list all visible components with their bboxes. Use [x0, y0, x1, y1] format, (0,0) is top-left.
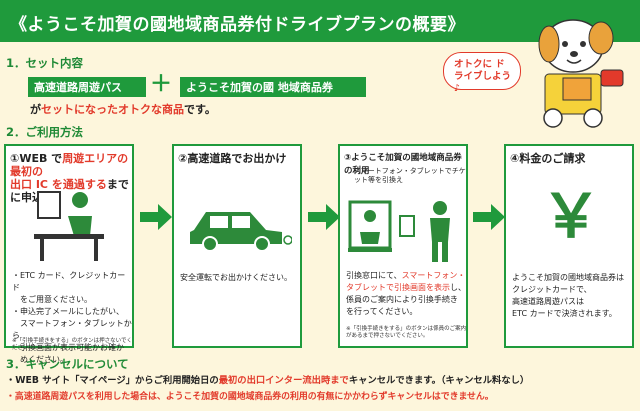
page-title: 《ようこそ加賀の國地域商品券付ドライブプランの概要》 [0, 0, 640, 42]
step1-title-pre: ①WEB で [10, 152, 63, 165]
step4-body3: 高速道路周遊パスは [512, 297, 584, 306]
arrow-right-icon [140, 204, 172, 230]
step1-bullet1: ・ETC カード、クレジットカード [12, 271, 126, 292]
step1-title-red1: 周遊エリアの最初の [10, 152, 129, 178]
cancel-line1: ・WEB サイト「マイページ」からご利用開始日の最初の出口インター流出時までキャ… [6, 375, 529, 387]
step3-body-red1: スマートフォン・ [401, 271, 466, 280]
step1-bullet2c: 引換画面が表示可能かお確か [12, 343, 124, 352]
step3-card: ③ようこそ加賀の國地域商品券の利用 スマートフォン・タブレットでチケット等を引換… [338, 144, 468, 348]
step3-note: ※「引換手続きをする」のボタンは係員のご案内があるまで押さないでください。 [346, 326, 467, 339]
arrow-right-icon [473, 204, 505, 230]
mascot-illustration [505, 14, 635, 134]
step4-body: ようこそ加賀の國地域商品券は クレジットカードで、 高速道路周遊パスは ETC … [512, 272, 632, 320]
step1-card: ①WEB で周遊エリアの最初の 出口 IC を通過するまでに申込み ・ETC カ… [4, 144, 134, 364]
step1-title: ①WEB で周遊エリアの最初の 出口 IC を通過するまでに申込み [10, 152, 134, 204]
step3-body-line4: を行ってください。 [346, 307, 418, 316]
step3-body-pre: 引換窓口にて、 [346, 271, 402, 280]
step4-body1: ようこそ加賀の國地域商品券は [512, 273, 624, 282]
step3-body-line3: 係員のご案内により引換手続き [346, 295, 458, 304]
dog-mascot-icon [538, 19, 624, 128]
step1-body: ・ETC カード、クレジットカード をご用意ください。 ・申込完了メールにしたが… [12, 270, 132, 366]
set-description: がセットになったオトクな商品です。 [30, 101, 216, 117]
car-icon [190, 212, 292, 252]
desc-highlight: セットになったオトクな商品 [41, 103, 184, 116]
cancel-line2: ・高速道路周遊パスを利用した場合は、ようこそ加賀の國地域商品券の利用の有無にかか… [6, 392, 494, 402]
step3-subtitle: スマートフォン・タブレットでチケット等を引換え [354, 167, 466, 184]
section-cancel-heading: 3．キャンセルについて [6, 357, 129, 371]
step4-body4: ETC カードで決済されます。 [512, 309, 617, 318]
arrow-right-icon [308, 204, 340, 230]
step3-body-red2: タブレットで引換画面を表示 [346, 283, 450, 292]
step3-title: ③ようこそ加賀の國地域商品券の利用 [344, 153, 462, 176]
step3-body: 引換窓口にて、スマートフォン・ タブレットで引換画面を表示し、 係員のご案内によ… [346, 270, 466, 318]
step3-body-mid: し、 [450, 283, 466, 292]
section-set-contents-heading: 1．セット内容 [6, 56, 84, 70]
desc-pre: が [30, 103, 41, 116]
section-usage-heading: 2．ご利用方法 [6, 125, 84, 139]
cancel-line1-post: キャンセルできます。（キャンセル料なし） [348, 375, 530, 386]
step1-note: ※「引換手続きをする」のボタンは押さないでください。 [12, 338, 132, 351]
step1-bullet2b: スマートフォン・タブレットから [12, 319, 132, 340]
mascot-speech-bubble: オトクに ドライブしよう♪ [443, 52, 521, 94]
cancel-line1-red: 最初の出口インター流出時まで [218, 375, 349, 386]
yen-icon: ￥ [541, 182, 601, 252]
step4-title: ④料金のご請求 [510, 152, 586, 165]
regional-coupon-label: ようこそ加賀の國 地域商品券 [180, 77, 366, 97]
step1-bullet1b: をご用意ください。 [12, 295, 92, 304]
step4-body2: クレジットカードで、 [512, 285, 592, 294]
step4-card: ④料金のご請求 ￥ ようこそ加賀の國地域商品券は クレジットカードで、 高速道路… [504, 144, 634, 348]
step2-title: ②高速道路でお出かけ [178, 152, 287, 165]
step1-bullet2d: めください。 [12, 355, 68, 364]
plus-icon: ＋ [150, 72, 173, 97]
cancel-line1-pre: ・WEB サイト「マイページ」からご利用開始日の [6, 375, 219, 386]
step2-card: ②高速道路でお出かけ 安全運転でお出かけください。 [172, 144, 302, 348]
desc-post: です。 [184, 103, 216, 116]
pc-user-icon [34, 191, 104, 261]
highway-pass-label: 高速道路周遊パス [28, 77, 146, 97]
bubble-text: オトクに ドライブしよう♪ [454, 59, 512, 94]
step1-title-red2: 出口 IC を通過する [10, 178, 107, 191]
ticket-exchange-icon [348, 200, 450, 262]
step2-body: 安全運転でお出かけください。 [180, 273, 292, 282]
step1-bullet2: ・申込完了メールにしたがい、 [12, 307, 124, 316]
